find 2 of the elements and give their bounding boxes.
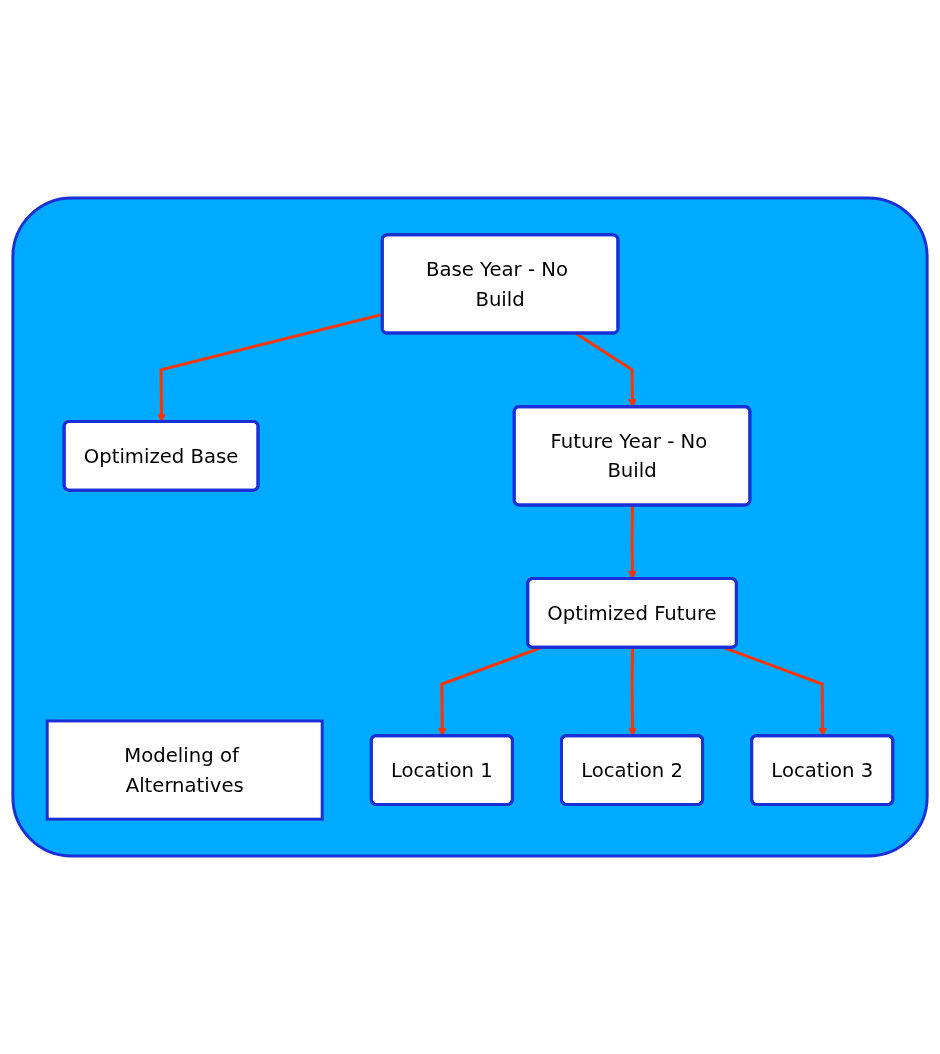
node-box: Modeling of Alternatives — [45, 719, 324, 821]
cluster — [11, 196, 929, 858]
